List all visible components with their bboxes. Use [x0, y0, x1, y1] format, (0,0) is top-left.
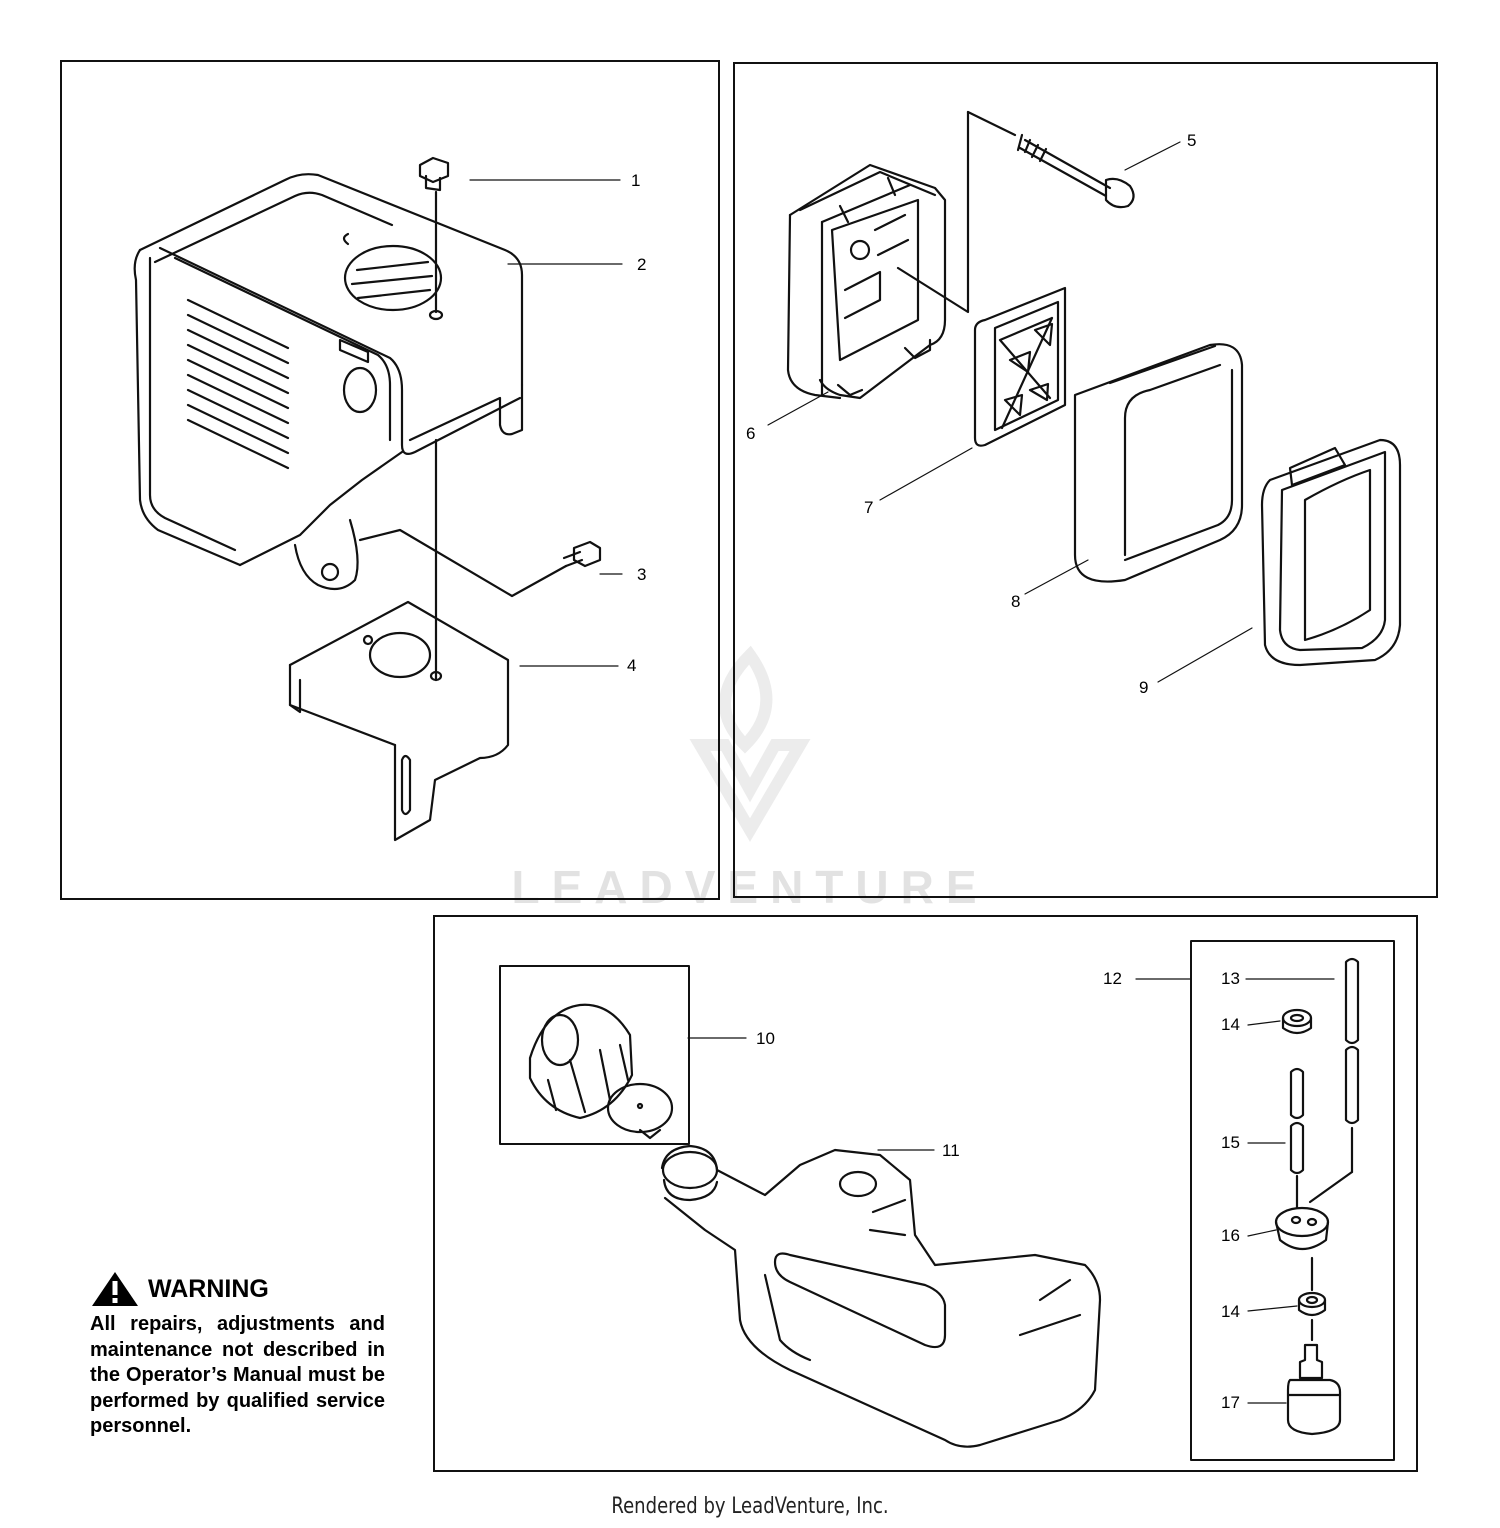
bracket-part-4 — [288, 600, 510, 842]
callout-9: 9 — [1139, 678, 1149, 697]
fuel-line-part-13 — [1308, 957, 1360, 1204]
callout-11: 11 — [942, 1141, 960, 1160]
callout-3: 3 — [637, 565, 647, 584]
callout-10: 10 — [756, 1029, 775, 1048]
callout-14-upper: 14 — [1221, 1015, 1240, 1034]
callout-15: 15 — [1221, 1133, 1240, 1152]
callout-17: 17 — [1221, 1393, 1240, 1412]
callout-4: 4 — [627, 656, 637, 675]
filter-cover-part-9 — [1260, 438, 1402, 667]
warning-title: WARNING — [148, 1274, 269, 1303]
bolt-part-5 — [896, 110, 1135, 314]
bolt-part-1 — [418, 156, 450, 314]
footer-credit: Rendered by LeadVenture, Inc. — [611, 1494, 889, 1519]
callout-2: 2 — [637, 255, 647, 274]
filter-base-part-6 — [786, 163, 947, 400]
callout-12: 12 — [1103, 969, 1122, 988]
callout-5: 5 — [1187, 131, 1197, 150]
warning-heading: WARNING — [90, 1270, 385, 1308]
warning-notice: WARNING All repairs, adjustments and mai… — [90, 1270, 385, 1440]
callout-1: 1 — [631, 171, 641, 190]
filter-screen-part-7 — [973, 286, 1067, 447]
warning-triangle-icon — [92, 1272, 138, 1306]
callout-14-lower: 14 — [1221, 1302, 1240, 1321]
air-filter-panel — [733, 62, 1438, 898]
engine-cover-part-2 — [133, 173, 524, 682]
screw-part-3 — [358, 528, 602, 598]
callout-16: 16 — [1221, 1226, 1240, 1245]
kit-frame-part-12 — [1190, 940, 1395, 1461]
callout-8: 8 — [1011, 592, 1021, 611]
fuel-line-part-15 — [1289, 1067, 1305, 1210]
watermark-text: LEADVENTURE — [511, 861, 989, 913]
fuel-cap-part-10 — [528, 1003, 674, 1140]
fuel-filter-part-17 — [1286, 1343, 1342, 1436]
filter-element-part-8 — [1073, 343, 1244, 583]
fuel-tank-part-11 — [660, 1144, 1102, 1448]
housing-panel — [60, 60, 720, 900]
warning-body: All repairs, adjustments and maintenance… — [90, 1313, 385, 1437]
callout-6: 6 — [746, 424, 756, 443]
grommet-part-16 — [1274, 1206, 1330, 1292]
grommet-part-14-upper — [1281, 1008, 1313, 1035]
callout-13: 13 — [1221, 969, 1240, 988]
cap-inset-frame — [499, 965, 690, 1145]
grommet-part-14-lower — [1297, 1291, 1327, 1342]
fuel-tank-panel — [433, 915, 1418, 1472]
callout-7: 7 — [864, 498, 874, 517]
